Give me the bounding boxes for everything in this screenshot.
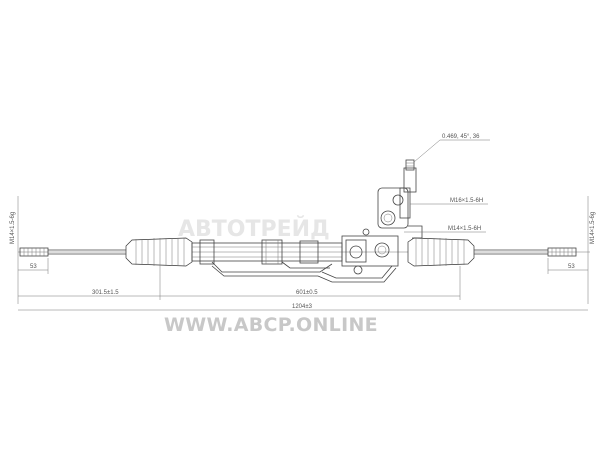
rack-housing [191,239,343,265]
left-boot [125,237,193,267]
right-thread-label: M14×1.5-6g [590,212,596,244]
offset-left-dim: 301.5±1.5 [92,290,119,296]
right-boot [407,237,475,267]
port-upper-label: M16×1.5-6H [450,198,483,204]
center-span-dim: 601±0.5 [296,290,318,296]
leader-lines [404,139,490,233]
end-right-dim: 53 [568,264,575,270]
dimension-lines [18,258,588,311]
site-watermark: WWW.ABCP.ONLINE [164,314,378,336]
hydraulic-lines [211,261,397,283]
right-tie-rod [474,247,577,257]
left-thread-label: M14×1.5-6g [10,212,16,244]
left-tie-rod [19,247,126,257]
end-left-dim: 53 [30,264,37,270]
valve-spec-label: 0.469, 45°, 36 [442,134,480,140]
overall-length-dim: 1204±3 [292,304,313,310]
watermark-brand: АВТОТРЕЙД [178,216,330,242]
port-lower-label: M14×1.5-6H [448,226,481,232]
valve-body [341,159,423,275]
